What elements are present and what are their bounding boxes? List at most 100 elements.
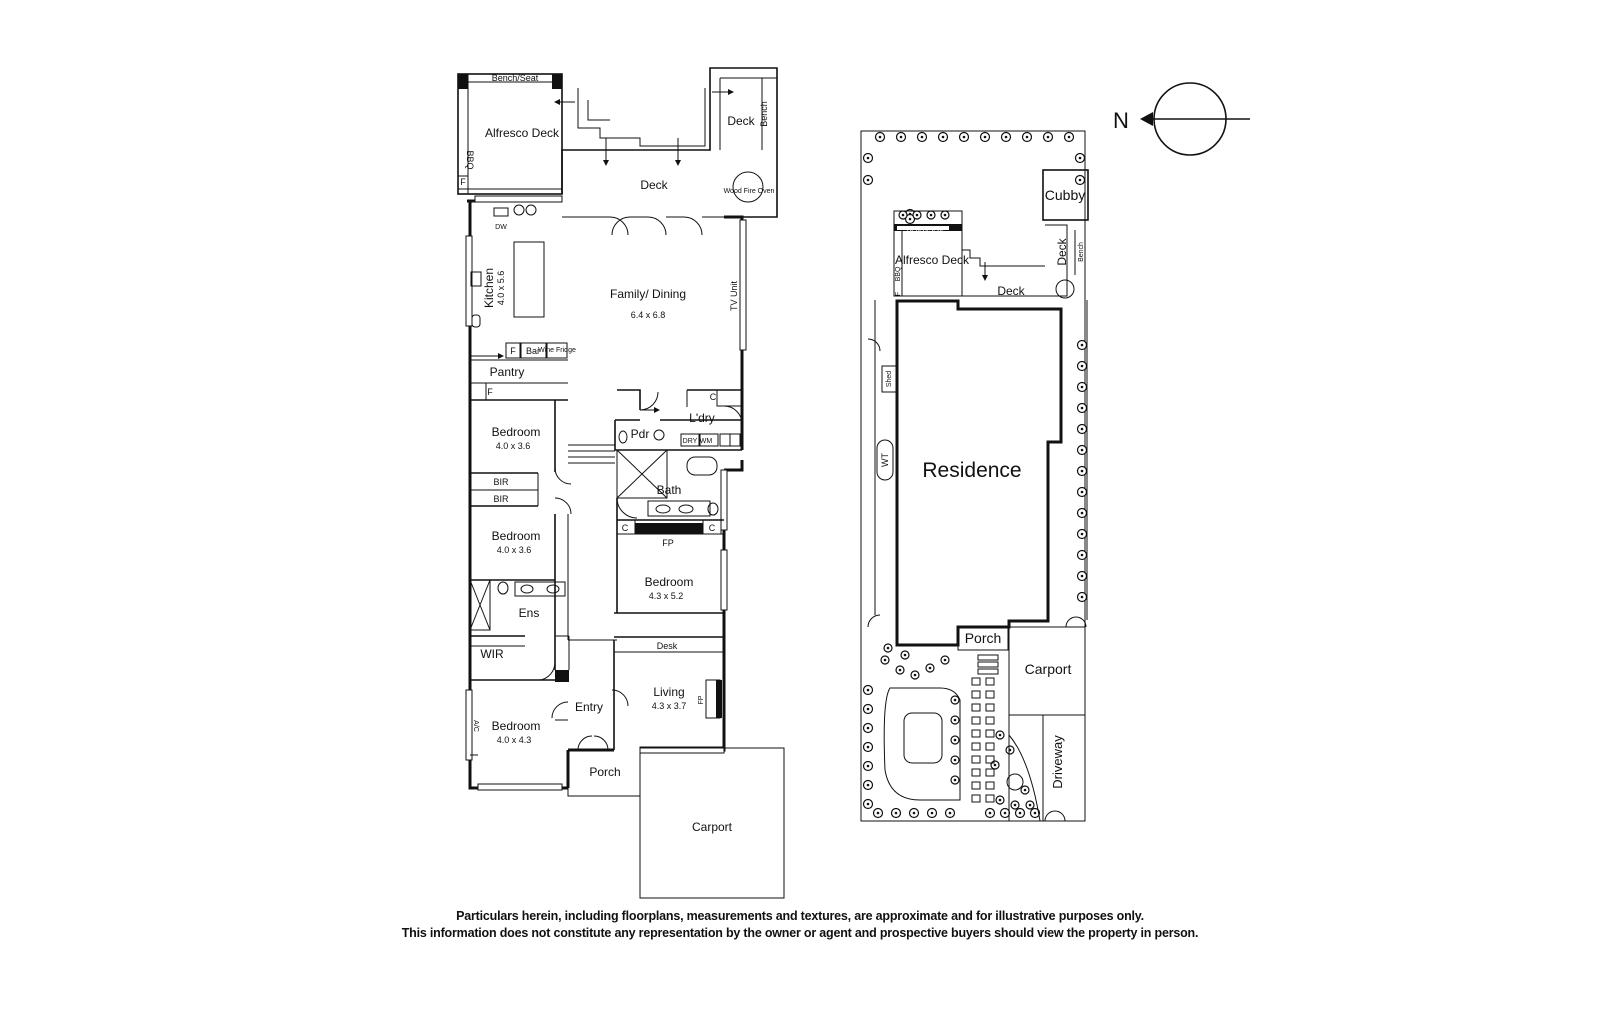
disclaimer-line-1: Particulars herein, including floorplans…	[456, 909, 1144, 923]
tree-dot	[953, 778, 957, 782]
room-label: Porch	[589, 765, 620, 779]
stepping-stone	[971, 677, 981, 686]
tree-dot	[878, 135, 882, 139]
room-label: Alfresco Deck	[485, 126, 560, 140]
tree-dot	[998, 733, 1002, 737]
tree-dot	[866, 178, 870, 182]
room-label: Bench/Seat	[492, 73, 539, 83]
site-label: BBQ	[895, 266, 902, 281]
room-label: Pdr	[631, 427, 650, 441]
tree-dot	[1018, 811, 1022, 815]
stepping-stone	[971, 690, 981, 699]
tree-dot	[1025, 135, 1029, 139]
room-label: F	[510, 346, 516, 356]
room-size: 6.4 x 6.8	[631, 310, 666, 320]
tree-dot	[1067, 135, 1071, 139]
tree-dot	[920, 135, 924, 139]
tree-dot	[866, 745, 870, 749]
tree-dot	[1080, 343, 1084, 347]
room-label: BBQ	[465, 150, 475, 169]
tree-dot	[953, 698, 957, 702]
room-size: 4.3 x 3.7	[652, 701, 687, 711]
tree-dot	[913, 673, 917, 677]
stepping-stone	[985, 729, 995, 738]
tree-dot	[1023, 788, 1027, 792]
room-label: Deck	[640, 178, 668, 192]
room-label: Carport	[692, 820, 733, 834]
site-label: Alfresco Deck	[895, 253, 970, 267]
room-label: Living	[653, 685, 684, 699]
tree-dot	[1080, 427, 1084, 431]
tree-dot	[1080, 553, 1084, 557]
site-plan-labels: Cubby Bench/Seat Alfresco Deck BBQ F Dec…	[880, 187, 1085, 789]
tree-dot	[866, 802, 870, 806]
stepping-stone	[971, 716, 981, 725]
site-label: Bench/Seat	[907, 227, 943, 234]
tree-dot	[998, 798, 1002, 802]
tree-dot	[953, 738, 957, 742]
room-label: Wood Fire Oven	[724, 188, 775, 195]
room-label: Bath	[657, 483, 682, 497]
site-label: Deck	[1055, 237, 1069, 265]
site-label: Bench	[1078, 242, 1085, 262]
tree-dot	[894, 811, 898, 815]
tree-dot	[1080, 406, 1084, 410]
room-label: Bedroom	[492, 529, 541, 543]
room-label: Desk	[657, 641, 678, 651]
tree-dot	[1078, 156, 1082, 160]
site-label: Residence	[922, 459, 1021, 482]
room-label: Wine Fridge	[538, 347, 576, 354]
tree-dot	[866, 726, 870, 730]
stepping-stone	[971, 794, 981, 803]
tree-dot	[943, 213, 947, 217]
tree-dot	[1080, 574, 1084, 578]
site-label: Deck	[997, 284, 1025, 298]
site-label: Shed	[886, 371, 893, 387]
stepping-stone	[985, 742, 995, 751]
stepping-stone	[985, 716, 995, 725]
stepping-stone	[971, 755, 981, 764]
tree-dot	[908, 217, 912, 221]
tree-dot	[1013, 803, 1017, 807]
room-label: DW	[495, 224, 507, 231]
room-label: WIR	[480, 647, 504, 661]
room-label: Bench	[759, 101, 769, 127]
tree-dot	[953, 718, 957, 722]
tree-dot	[866, 688, 870, 692]
room-label: C	[622, 523, 629, 533]
tree-dot	[866, 783, 870, 787]
stepping-stone	[971, 703, 981, 712]
tree-dot	[1046, 135, 1050, 139]
tree-dot	[1080, 364, 1084, 368]
room-label: WM	[700, 438, 713, 445]
stepping-stone	[985, 781, 995, 790]
tree-dot	[1080, 448, 1084, 452]
tree-dot	[1080, 490, 1084, 494]
room-label: BIR	[493, 477, 509, 487]
main-floor-plan	[457, 67, 785, 899]
stepping-stone	[985, 794, 995, 803]
disclaimer: Particulars herein, including floorplans…	[300, 908, 1300, 942]
tree-dot	[953, 758, 957, 762]
tree-dot	[993, 763, 997, 767]
tree-dot	[898, 668, 902, 672]
tree-dot	[1033, 811, 1037, 815]
site-label: Cubby	[1045, 187, 1085, 203]
tree-dot	[866, 707, 870, 711]
site-label: Driveway	[1050, 735, 1065, 789]
site-label: Carport	[1025, 661, 1072, 677]
stepping-stone	[985, 768, 995, 777]
site-label: F	[895, 292, 902, 296]
tree-dot	[866, 764, 870, 768]
tree-dot	[1080, 511, 1084, 515]
room-label: A/C	[472, 720, 479, 732]
room-size: 4.0 x 3.6	[497, 545, 532, 555]
room-label: Bedroom	[492, 425, 541, 439]
compass: N	[1113, 82, 1250, 156]
room-label: Family/ Dining	[610, 287, 686, 301]
tree-dot	[943, 658, 947, 662]
tree-dot	[903, 653, 907, 657]
tree-dot	[1078, 178, 1082, 182]
tree-dot	[912, 811, 916, 815]
tree-dot	[899, 135, 903, 139]
